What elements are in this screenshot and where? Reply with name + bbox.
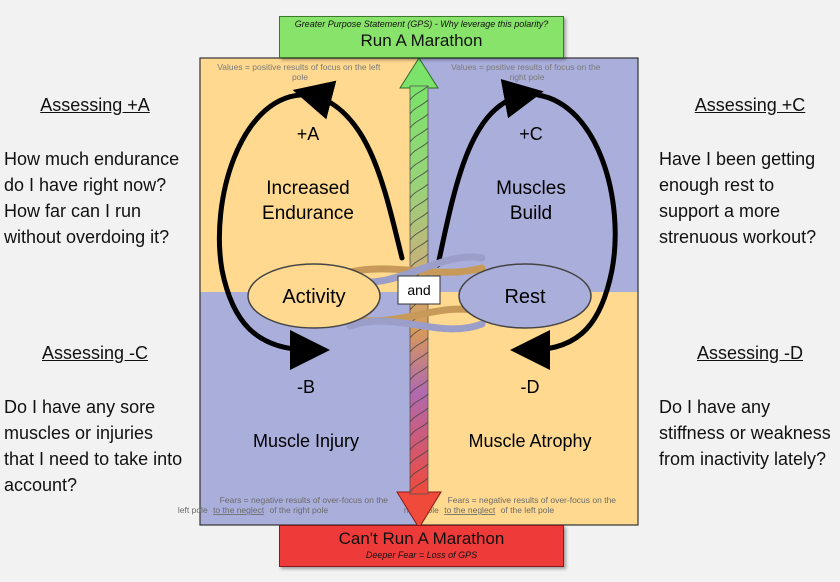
right-upper-loop (435, 79, 544, 268)
assessing-plus-c-title: Assessing +C (694, 95, 806, 115)
minus-d-label: -D (521, 377, 540, 397)
twist-stroke (409, 435, 429, 451)
text-line: How far can I run (4, 201, 142, 221)
connector-blue-lower (346, 317, 486, 333)
text-line: How much endurance (4, 149, 180, 169)
right-outer-loop (510, 92, 618, 370)
plus-a-label: +A (297, 124, 320, 144)
left-outer-loop (216, 92, 330, 370)
assessing-minus-c-text: Do I have any sore muscles or injuries t… (4, 394, 204, 498)
twist-stroke (409, 449, 429, 465)
twist-stroke (409, 99, 429, 115)
values-left-note: Values = positive results of focus on th… (217, 62, 382, 82)
assessing-plus-a-text: How much endurance do I have right now? … (4, 146, 204, 250)
loop-arrows (216, 79, 618, 370)
values-right-note: Values = positive results of focus on th… (451, 62, 603, 82)
pole-activity-label: Activity (282, 286, 345, 308)
text-line: strenuous workout? (659, 227, 817, 247)
plus-c-line1: Muscles (496, 178, 566, 199)
minus-d-text: Muscle Atrophy (468, 431, 591, 451)
pole-rest (458, 263, 592, 329)
quadrant-left-top (200, 58, 419, 292)
minus-b-text: Muscle Injury (253, 431, 359, 451)
plus-a-line1: Increased (266, 178, 349, 199)
deeper-fear-statement: Deeper Fear = Loss of GPS (365, 550, 478, 560)
text-line: that I need to take into (4, 449, 183, 469)
twist-stroke (409, 379, 429, 395)
and-label: and (407, 282, 430, 298)
assessing-minus-c-title: Assessing -C (41, 343, 149, 363)
assessing-plus-c-text: Have I been getting enough rest to suppo… (659, 146, 840, 250)
gps-statement: Greater Purpose Statement (GPS) - Why le… (294, 19, 549, 29)
plus-a-line2: Endurance (262, 203, 354, 224)
twist-stroke (409, 113, 429, 129)
twist-stroke (409, 239, 429, 255)
text-line: muscles or injuries (4, 423, 154, 443)
text-line: without overdoing it? (4, 227, 170, 247)
twist-stroke (409, 183, 429, 199)
fears-left-note: Fears = negative results of over-focus o… (178, 495, 391, 515)
twist-stroke (409, 127, 429, 143)
twist-stroke (409, 155, 429, 171)
twist-stroke (409, 169, 429, 185)
text-line: account? (4, 475, 78, 495)
twist-stroke (409, 407, 429, 423)
deeper-fear-title: Can't Run A Marathon (338, 529, 505, 548)
plus-c-label: +C (519, 124, 543, 144)
deeper-fear-box: Can't Run A Marathon Deeper Fear = Loss … (279, 525, 564, 567)
text-line: from inactivity lately? (659, 449, 827, 469)
twist-stroke (409, 463, 429, 479)
text-line: stiffness or weakness (659, 423, 831, 443)
twist-stroke (409, 365, 429, 381)
twist-stroke (409, 197, 429, 213)
gps-title: Run A Marathon (360, 31, 483, 50)
pole-rest-label: Rest (504, 286, 546, 308)
text-line: do I have right now? (4, 175, 167, 195)
text-line: Have I been getting (659, 149, 816, 169)
twist-stroke (409, 211, 429, 227)
twist-stroke (409, 225, 429, 241)
twist-stroke (409, 337, 429, 353)
twist-stroke (409, 141, 429, 157)
assessing-plus-a-title: Assessing +A (40, 95, 150, 115)
text-line: Do I have any (659, 397, 771, 417)
text-line: enough rest to (659, 175, 775, 195)
minus-b-label: -B (297, 377, 315, 397)
plus-c-line2: Build (510, 203, 552, 224)
and-box (397, 275, 441, 305)
twist-stroke (409, 253, 429, 269)
gps-box: Greater Purpose Statement (GPS) - Why le… (279, 16, 564, 58)
twist-stroke (409, 477, 429, 493)
assessing-minus-d-text: Do I have any stiffness or weakness from… (659, 394, 840, 472)
text-line: Do I have any sore (4, 397, 156, 417)
twist-stroke (409, 393, 429, 409)
left-upper-loop (292, 80, 405, 261)
twist-stroke (409, 421, 429, 437)
twist-stroke (409, 351, 429, 367)
pole-activity (247, 263, 381, 329)
twist-stroke (409, 85, 429, 101)
assessing-minus-d-title: Assessing -D (696, 343, 804, 363)
text-line: support a more (659, 201, 781, 221)
